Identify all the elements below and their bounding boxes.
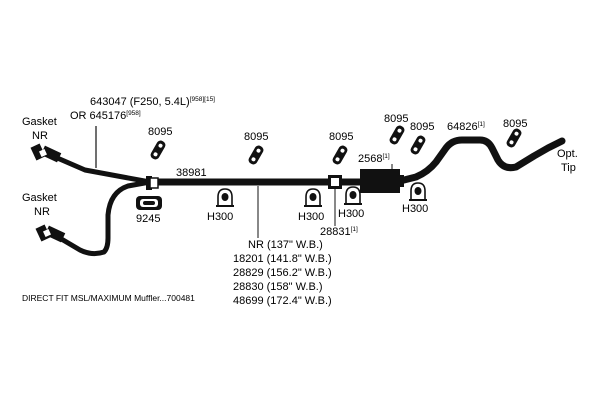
gasket-bottom-flange (35, 224, 66, 243)
hanger-8095-icon-3 (332, 145, 348, 165)
hanger-8095-icon-6 (506, 128, 522, 148)
tail-part-ref: [1] (478, 121, 485, 128)
part-top-line2: OR 645176[958] (70, 110, 141, 122)
hanger-h300-label-3: H300 (338, 208, 364, 220)
hanger-8095-icon-2 (248, 145, 264, 165)
tailpipe-tip (549, 138, 565, 149)
tail-part-label: 64826[1] (447, 121, 485, 133)
part-top-line2-refs: [958] (126, 110, 141, 117)
clamp-28831-icon (328, 175, 342, 189)
gasket-top-label-2: NR (32, 130, 48, 142)
clamp-28831-text: 28831 (320, 226, 351, 238)
hanger-h300-icon-4 (409, 182, 427, 201)
part-top-line1-refs: [958][15] (190, 96, 215, 103)
hanger-h300-icon-2 (304, 188, 322, 207)
muffler-outlet-collar (398, 175, 404, 187)
part-top-line1-text: 643047 (F250, 5.4L) (90, 96, 190, 108)
hanger-8095-label-4: 8095 (384, 113, 408, 125)
hanger-8095-icon-5 (410, 135, 426, 155)
junction-clamp (146, 176, 159, 190)
front-pipe-upper (52, 154, 155, 185)
hanger-8095-label-1: 8095 (148, 126, 172, 138)
clamp-9245-label: 9245 (136, 213, 160, 225)
pipe-38981-label: 38981 (176, 167, 207, 179)
hanger-8095-label-6: 8095 (503, 118, 527, 130)
hanger-8095-icon-1 (150, 140, 166, 160)
muffler-part-ref: [1] (382, 153, 389, 160)
gasket-bottom-label-2: NR (34, 206, 50, 218)
gasket-top-label-1: Gasket (22, 116, 57, 128)
wheelbase-option-3: 28829 (156.2" W.B.) (233, 267, 332, 279)
gasket-bottom-label-1: Gasket (22, 192, 57, 204)
footer-muffler-note: DIRECT FIT MSL/MAXIMUM Muffler...700481 (22, 293, 195, 303)
muffler-part-label: 2568[1] (358, 153, 390, 165)
wheelbase-option-2: 18201 (141.8" W.B.) (233, 253, 332, 265)
muffler-part-text: 2568 (358, 153, 382, 165)
hanger-8095-label-5: 8095 (410, 121, 434, 133)
part-top-line1: 643047 (F250, 5.4L)[958][15] (90, 96, 215, 108)
wheelbase-option-1: NR (137" W.B.) (248, 239, 323, 251)
wheelbase-option-4: 28830 (158" W.B.) (233, 281, 323, 293)
hanger-8095-label-3: 8095 (329, 131, 353, 143)
hanger-8095-icon-4 (389, 125, 405, 145)
hanger-h300-label-2: H300 (298, 211, 324, 223)
tail-part-text: 64826 (447, 121, 478, 133)
tailpipe (396, 136, 566, 185)
hanger-h300-icon-1 (216, 188, 234, 207)
hanger-h300-icon-3 (344, 186, 362, 205)
clamp-28831-label: 28831[1] (320, 226, 358, 238)
muffler (360, 169, 400, 193)
gasket-top-flange (30, 143, 62, 163)
opt-tip-label-2: Tip (561, 162, 576, 174)
clamp-28831-ref: [1] (351, 226, 358, 233)
hanger-8095-label-2: 8095 (244, 131, 268, 143)
wheelbase-option-5: 48699 (172.4" W.B.) (233, 295, 332, 307)
hanger-h300-label-1: H300 (207, 211, 233, 223)
front-pipe-lower (55, 179, 153, 257)
hanger-h300-label-4: H300 (402, 203, 428, 215)
opt-tip-label-1: Opt. (557, 148, 578, 160)
part-top-line2-text: OR 645176 (70, 110, 126, 122)
clamp-9245-icon (136, 196, 162, 210)
